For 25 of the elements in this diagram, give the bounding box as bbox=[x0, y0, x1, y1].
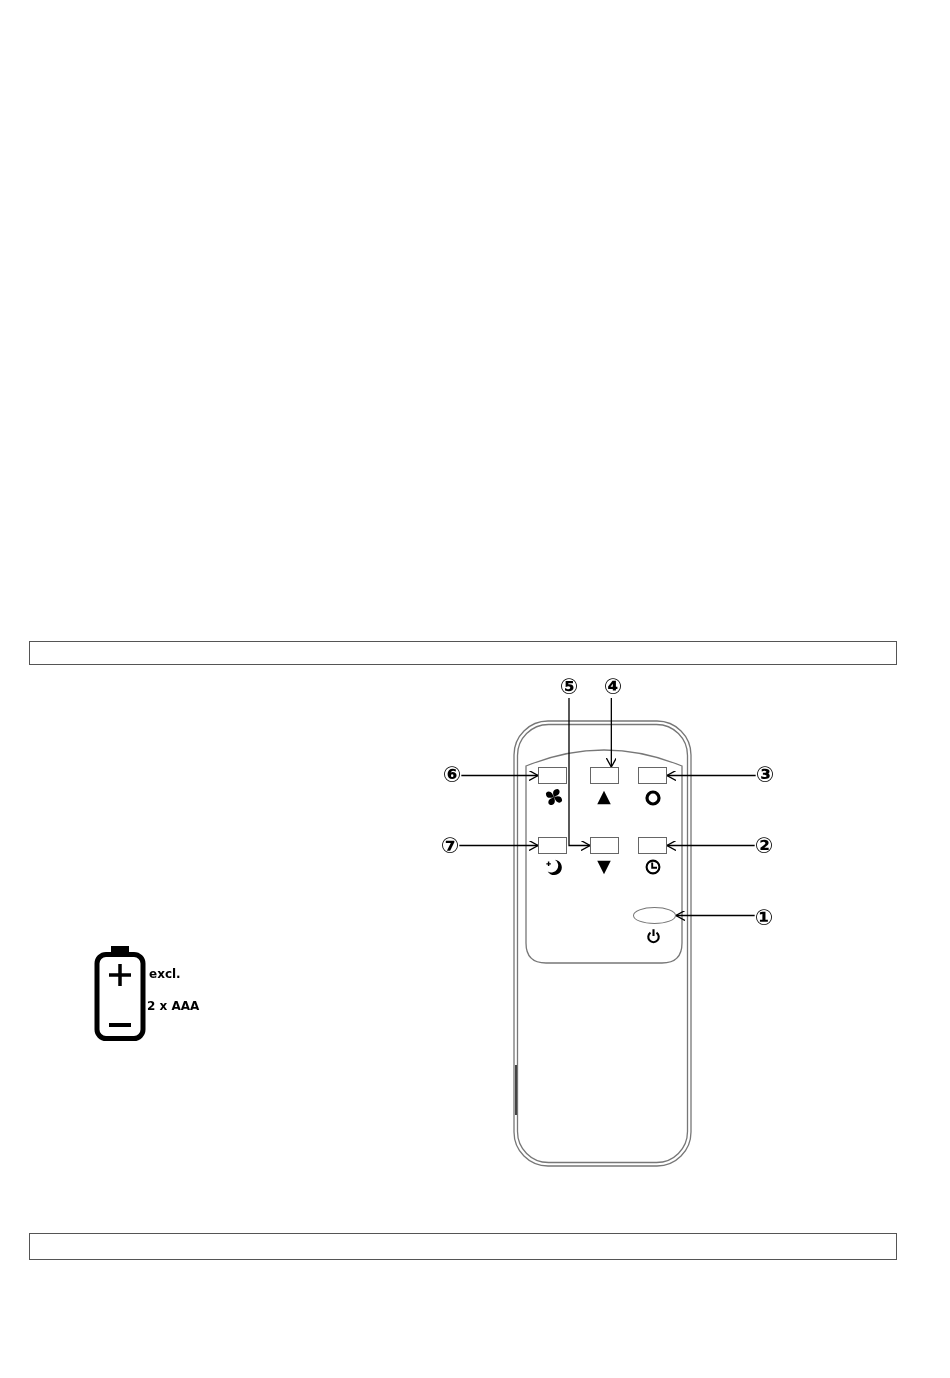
remote-button bbox=[638, 837, 667, 854]
callout-number: ② bbox=[754, 835, 774, 857]
callout-number: ④ bbox=[603, 676, 623, 698]
callout-number: ① bbox=[754, 907, 774, 929]
power-button bbox=[633, 907, 676, 924]
battery-note: 2 x AAA bbox=[147, 1000, 200, 1012]
remote-button bbox=[538, 767, 567, 784]
battery-note: excl. bbox=[149, 968, 181, 980]
leader-arrow bbox=[605, 697, 617, 768]
callout-number: ⑤ bbox=[559, 676, 579, 698]
leader-arrow bbox=[666, 769, 757, 782]
leader-arrow bbox=[460, 769, 539, 782]
section-band bbox=[29, 1233, 897, 1260]
callout-number: ⑦ bbox=[440, 835, 460, 857]
leader-arrow bbox=[568, 697, 591, 852]
remote-button bbox=[590, 837, 619, 854]
section-band bbox=[29, 641, 897, 665]
leader-arrow bbox=[675, 909, 756, 922]
remote-button bbox=[638, 767, 667, 784]
callout-number: ⑥ bbox=[442, 764, 462, 786]
callout-number: ③ bbox=[755, 764, 775, 786]
leader-arrow bbox=[666, 839, 756, 852]
remote-button bbox=[538, 837, 567, 854]
leader-arrow bbox=[458, 839, 539, 852]
remote-button bbox=[590, 767, 619, 784]
